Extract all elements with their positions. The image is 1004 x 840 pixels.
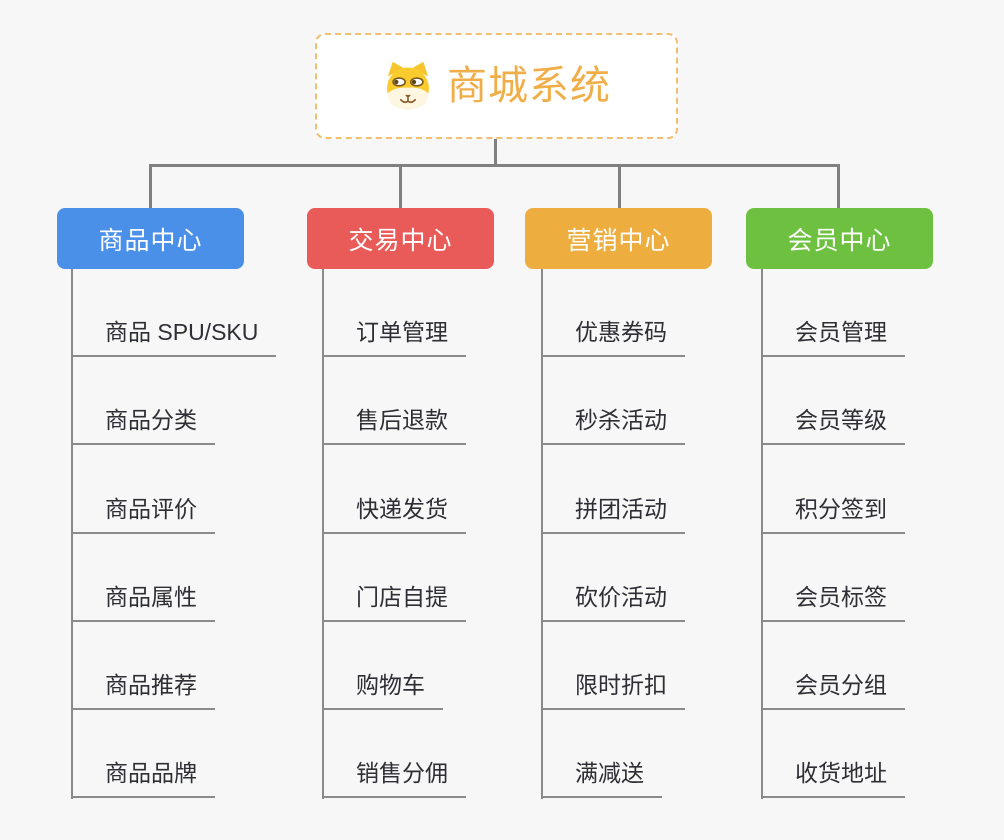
leaf-label: 商品属性 — [71, 583, 215, 622]
connector-drop-4 — [837, 164, 840, 209]
leaf-label: 销售分佣 — [322, 759, 466, 799]
leaf-column-marketing-center: 优惠券码 秒杀活动 拼团活动 砍价活动 限时折扣 满减送 — [541, 269, 786, 799]
leaf-label: 订单管理 — [322, 318, 466, 358]
connector-drop-3 — [618, 164, 621, 209]
leaf-label: 优惠券码 — [541, 318, 685, 358]
branch-box-marketing-center[interactable]: 营销中心 — [525, 208, 712, 269]
branch-label: 营销中心 — [566, 226, 671, 255]
leaf-item[interactable]: 会员分组 — [761, 622, 1004, 710]
leaf-item[interactable]: 秒杀活动 — [541, 357, 786, 446]
branch-spine-2 — [322, 269, 324, 799]
leaf-label: 积分签到 — [761, 495, 905, 534]
branch-box-product-center[interactable]: 商品中心 — [57, 208, 244, 269]
leaf-item[interactable]: 商品推荐 — [71, 622, 316, 710]
branch-spine-3 — [541, 269, 543, 799]
leaf-item[interactable]: 商品品牌 — [71, 710, 316, 799]
leaf-label: 会员管理 — [761, 318, 905, 358]
connector-drop-2 — [399, 164, 402, 209]
leaf-item[interactable]: 满减送 — [541, 710, 786, 799]
leaf-item[interactable]: 快递发货 — [322, 445, 567, 534]
leaf-item[interactable]: 优惠券码 — [541, 269, 786, 358]
leaf-item[interactable]: 商品分类 — [71, 357, 316, 446]
branch-label: 会员中心 — [787, 226, 892, 255]
leaf-label: 商品 SPU/SKU — [71, 318, 277, 358]
connector-horizontal-rail — [149, 164, 840, 167]
leaf-label: 会员标签 — [761, 583, 905, 622]
leaf-label: 商品评价 — [71, 495, 215, 534]
leaf-item[interactable]: 商品属性 — [71, 534, 316, 622]
connector-root-stub — [494, 139, 497, 165]
leaf-item[interactable]: 积分签到 — [761, 445, 1004, 534]
leaf-label: 门店自提 — [322, 583, 466, 622]
leaf-label: 秒杀活动 — [541, 406, 685, 446]
branch-label: 交易中心 — [348, 226, 453, 255]
leaf-label: 限时折扣 — [541, 671, 685, 710]
branch-box-trade-center[interactable]: 交易中心 — [307, 208, 494, 269]
leaf-label: 收货地址 — [761, 759, 905, 799]
leaf-label: 商品推荐 — [71, 671, 215, 710]
dog-face-icon — [382, 61, 434, 111]
leaf-label: 快递发货 — [322, 495, 466, 534]
leaf-item[interactable]: 售后退款 — [322, 357, 567, 446]
leaf-label: 会员分组 — [761, 671, 905, 710]
leaf-item[interactable]: 商品评价 — [71, 445, 316, 534]
leaf-item[interactable]: 砍价活动 — [541, 534, 786, 622]
leaf-column-trade-center: 订单管理 售后退款 快递发货 门店自提 购物车 销售分佣 — [322, 269, 567, 799]
leaf-item[interactable]: 收货地址 — [761, 710, 1004, 799]
leaf-column-member-center: 会员管理 会员等级 积分签到 会员标签 会员分组 收货地址 — [761, 269, 1004, 799]
leaf-item[interactable]: 会员管理 — [761, 269, 1004, 358]
leaf-column-product-center: 商品 SPU/SKU 商品分类 商品评价 商品属性 商品推荐 商品品牌 — [71, 269, 316, 799]
leaf-label: 商品分类 — [71, 406, 215, 446]
connector-drop-1 — [149, 164, 152, 209]
leaf-item[interactable]: 订单管理 — [322, 269, 567, 358]
leaf-item[interactable]: 门店自提 — [322, 534, 567, 622]
leaf-item[interactable]: 会员标签 — [761, 534, 1004, 622]
leaf-label: 会员等级 — [761, 406, 905, 446]
root-node[interactable]: 商城系统 — [315, 33, 678, 139]
leaf-label: 商品品牌 — [71, 759, 215, 799]
leaf-item[interactable]: 商品 SPU/SKU — [71, 269, 316, 358]
leaf-item[interactable]: 销售分佣 — [322, 710, 567, 799]
leaf-item[interactable]: 限时折扣 — [541, 622, 786, 710]
branch-spine-4 — [761, 269, 763, 799]
branch-box-member-center[interactable]: 会员中心 — [746, 208, 933, 269]
leaf-label: 拼团活动 — [541, 495, 685, 534]
leaf-label: 购物车 — [322, 671, 443, 710]
leaf-label: 砍价活动 — [541, 583, 685, 622]
leaf-label: 售后退款 — [322, 406, 466, 446]
leaf-item[interactable]: 会员等级 — [761, 357, 1004, 446]
leaf-label: 满减送 — [541, 759, 662, 799]
branch-label: 商品中心 — [98, 226, 203, 255]
root-title: 商城系统 — [447, 64, 611, 108]
leaf-item[interactable]: 拼团活动 — [541, 445, 786, 534]
leaf-item[interactable]: 购物车 — [322, 622, 567, 710]
branch-spine-1 — [71, 269, 73, 799]
